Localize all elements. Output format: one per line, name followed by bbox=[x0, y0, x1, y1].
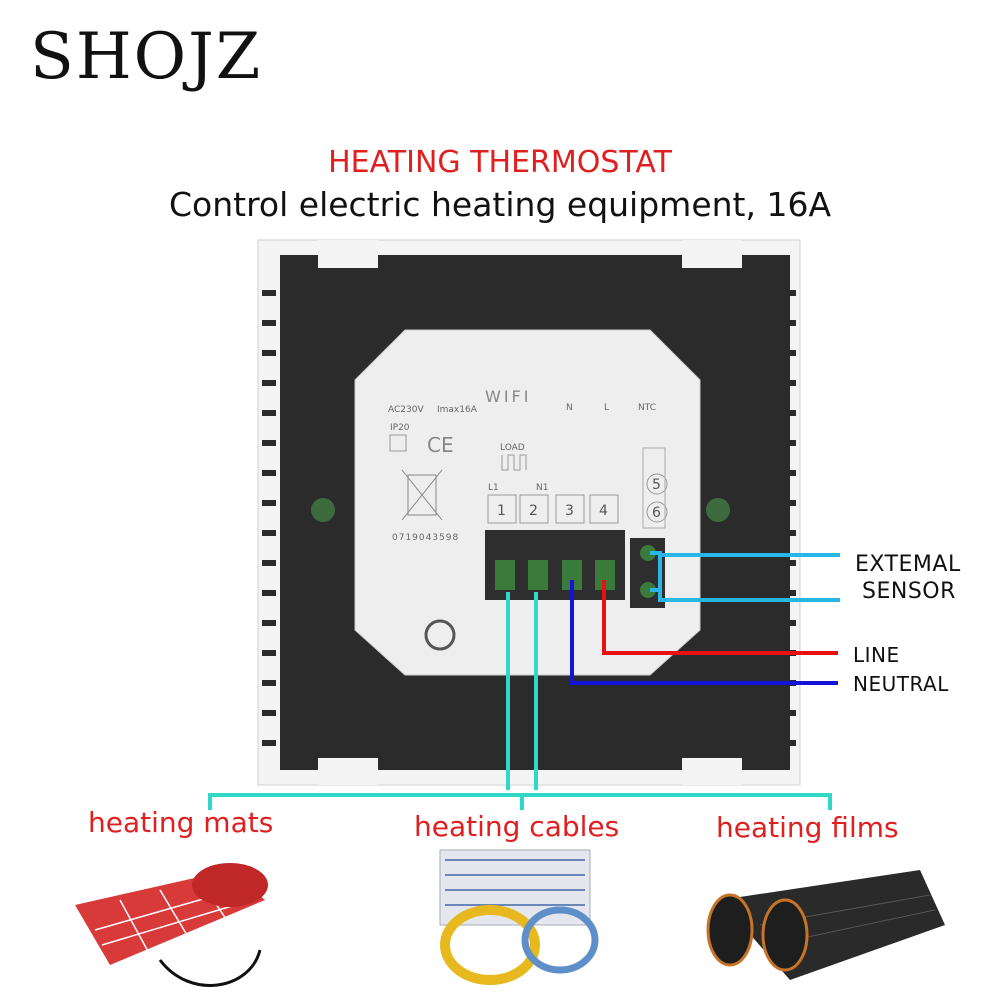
heating-mats-image bbox=[75, 863, 268, 987]
neutral-wire-label: NEUTRAL bbox=[853, 672, 949, 696]
terminal-6-label: 6 bbox=[652, 505, 661, 521]
terminal-4-label: 4 bbox=[599, 503, 608, 519]
logo-text: SHOJZ bbox=[30, 20, 263, 94]
thermostat-module bbox=[354, 329, 701, 676]
ce-mark: CE bbox=[427, 433, 454, 457]
diagram-subtitle: Control electric heating equipment, 16A bbox=[168, 185, 832, 224]
terminal-2-label: 2 bbox=[529, 503, 538, 519]
heating-cables-image bbox=[439, 849, 599, 985]
diagram-title: HEATING THERMOSTAT bbox=[328, 145, 672, 180]
line-wire bbox=[602, 580, 838, 655]
weee-bin-icon bbox=[401, 469, 443, 521]
wifi-label: WIFI bbox=[485, 387, 531, 406]
sensor-wire-1 bbox=[650, 551, 840, 557]
n-label: N bbox=[566, 403, 573, 413]
terminal-5-label: 5 bbox=[652, 477, 661, 493]
external-sensor-label-line1: EXTEMAL bbox=[855, 552, 961, 577]
heating-films-label: heating films bbox=[716, 811, 899, 844]
external-sensor-label-line2: SENSOR bbox=[862, 579, 956, 604]
heating-mats-label: heating mats bbox=[88, 806, 274, 839]
left-vent-slots bbox=[262, 290, 276, 746]
reset-hole bbox=[424, 619, 456, 651]
current-rating: Imax16A bbox=[437, 405, 478, 415]
heating-cables-label: heating cables bbox=[414, 810, 620, 843]
neutral-wire bbox=[570, 580, 838, 685]
voltage-rating: AC230V bbox=[388, 405, 424, 415]
n1-label: N1 bbox=[536, 483, 548, 493]
terminal-3-label: 3 bbox=[565, 503, 574, 519]
line-wire-label: LINE bbox=[853, 643, 900, 667]
ntc-label: NTC bbox=[638, 403, 656, 413]
serial-number: 0719043598 bbox=[392, 533, 459, 543]
mounting-hole-left bbox=[311, 498, 335, 522]
l-label: L bbox=[604, 403, 609, 413]
ip-rating: IP20 bbox=[390, 423, 410, 433]
load-label: LOAD bbox=[500, 443, 525, 453]
heating-films-image bbox=[706, 870, 945, 980]
brand-logo: SHOJZ bbox=[30, 20, 330, 100]
mounting-hole-right bbox=[706, 498, 730, 522]
l1-label: L1 bbox=[488, 483, 499, 493]
terminal-1-label: 1 bbox=[497, 503, 506, 519]
